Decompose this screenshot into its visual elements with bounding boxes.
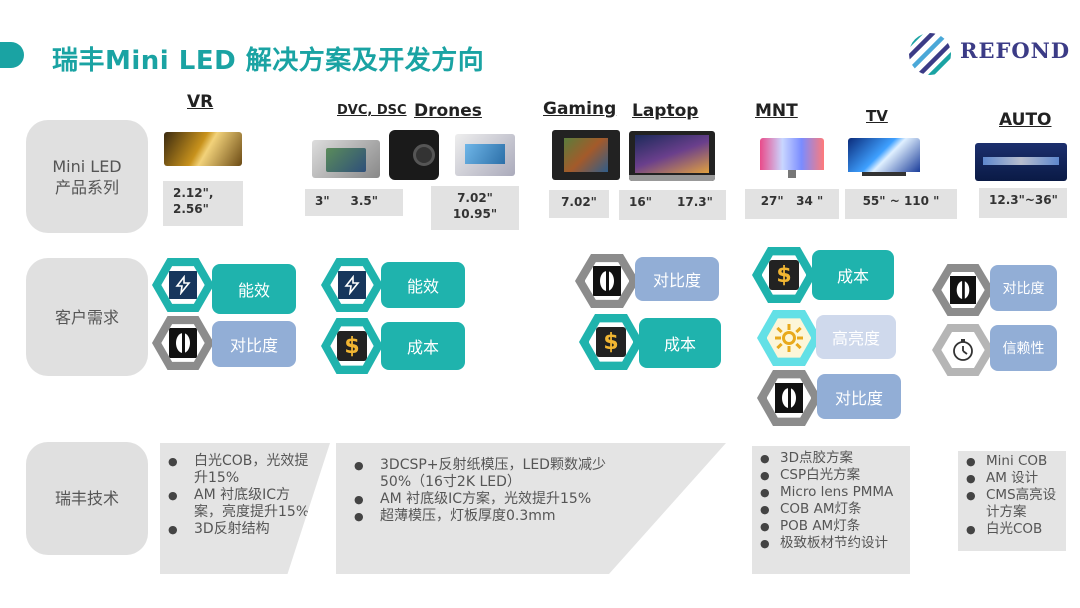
contrast-icon <box>949 275 976 304</box>
size-laptop: 16" 17.3" <box>619 190 726 220</box>
drone-controller-image <box>455 134 515 176</box>
category-drones: Drones <box>414 101 482 121</box>
contrast-icon <box>592 265 621 296</box>
contrast-icon <box>168 327 197 358</box>
tech-item: POB AM灯条 <box>752 518 910 535</box>
tech-item: AM 衬底级IC方案，亮度提升15% <box>160 487 310 521</box>
tech-box-vr: 白光COB，光效提升15% AM 衬底级IC方案，亮度提升15% 3D反射结构 <box>160 443 330 574</box>
sun-icon <box>774 324 803 352</box>
brightness-hex <box>757 310 821 366</box>
logo-text: REFOND <box>960 38 1071 63</box>
energy-icon <box>168 270 197 299</box>
tech-item: 白光COB，光效提升15% <box>160 453 310 487</box>
tech-item: 3DCSP+反射纸模压，LED颗数减少50%（16寸2K LED） <box>346 457 616 491</box>
tech-box-mid: 3DCSP+反射纸模压，LED颗数减少50%（16寸2K LED） AM 衬底级… <box>336 443 726 574</box>
tech-item: CSP白光方案 <box>752 467 910 484</box>
need-contrast-gaming: 对比度 <box>635 257 719 301</box>
logo-sphere-icon <box>909 33 951 75</box>
dollar-icon: $ <box>595 327 626 357</box>
size-tv: 55" ~ 110 " <box>845 189 957 219</box>
tech-item: CMS高亮设计方案 <box>958 487 1062 521</box>
cost-hex: $ <box>579 314 643 370</box>
laptop-image <box>629 131 715 181</box>
vr-headset-image <box>164 132 242 166</box>
tech-item: 3D点胶方案 <box>752 450 910 467</box>
tech-item: COB AM灯条 <box>752 501 910 518</box>
reliability-hex <box>932 324 994 376</box>
tech-item: Mini COB <box>958 453 1062 470</box>
cost-hex: $ <box>752 247 816 303</box>
tech-box-auto: Mini COB AM 设计 CMS高亮设计方案 白光COB <box>958 451 1066 551</box>
contrast-hex <box>757 370 821 426</box>
category-dvc-dsc: DVC, DSC <box>337 103 407 118</box>
need-energy-vr: 能效 <box>212 264 296 314</box>
title-accent-tab <box>0 42 24 68</box>
refond-logo: REFOND <box>906 30 1069 78</box>
size-vr: 2.12", 2.56" <box>163 181 243 226</box>
category-auto: AUTO <box>999 110 1052 130</box>
category-mnt: MNT <box>755 101 798 121</box>
row-label-tech: 瑞丰技术 <box>26 442 148 555</box>
energy-hex <box>321 258 383 312</box>
tech-item: 3D反射结构 <box>160 521 310 538</box>
row-label-needs: 客户需求 <box>26 258 148 376</box>
dollar-icon: $ <box>768 260 799 290</box>
tech-item: Micro lens PMMA <box>752 484 910 501</box>
contrast-hex <box>575 254 639 308</box>
need-contrast-vr: 对比度 <box>212 321 296 367</box>
gaming-handheld-image <box>552 130 620 180</box>
need-brightness-mnt: 高亮度 <box>816 315 896 359</box>
need-energy-dvc: 能效 <box>381 262 465 308</box>
category-laptop: Laptop <box>632 101 699 121</box>
need-reliability-auto: 信赖性 <box>990 325 1057 371</box>
tech-item: 白光COB <box>958 521 1062 538</box>
cost-hex: $ <box>321 318 383 374</box>
energy-hex <box>152 258 214 312</box>
stopwatch-icon <box>953 338 973 361</box>
size-auto: 12.3"~36" <box>979 188 1067 218</box>
monitor-image <box>760 138 824 178</box>
page-title: 瑞丰Mini LED 解决方案及开发方向 <box>52 46 485 76</box>
tech-item: AM 衬底级IC方案，光效提升15% <box>346 491 616 508</box>
row-label-products: Mini LED 产品系列 <box>26 120 148 233</box>
dvc-camera-screen-image <box>312 140 380 178</box>
need-contrast-auto: 对比度 <box>990 265 1057 311</box>
contrast-icon <box>774 383 803 413</box>
size-gaming: 7.02" <box>549 190 609 218</box>
need-cost-mnt: 成本 <box>812 250 894 300</box>
category-tv: TV <box>866 107 888 125</box>
tech-item: 超薄模压，灯板厚度0.3mm <box>346 508 616 525</box>
contrast-hex <box>152 316 214 370</box>
need-cost-dvc: 成本 <box>381 322 465 370</box>
tech-item: AM 设计 <box>958 470 1062 487</box>
category-gaming: Gaming <box>543 99 617 119</box>
size-dvc: 3" 3.5" <box>305 189 403 216</box>
category-vr: VR <box>187 92 214 112</box>
tv-image <box>848 138 920 178</box>
need-cost-gaming: 成本 <box>639 318 721 368</box>
contrast-hex <box>932 264 994 316</box>
dollar-icon: $ <box>336 331 367 361</box>
tech-box-mnt: 3D点胶方案 CSP白光方案 Micro lens PMMA COB AM灯条 … <box>752 446 910 574</box>
auto-dashboard-image <box>975 143 1067 181</box>
camcorder-image <box>389 130 439 180</box>
size-drones: 7.02" 10.95" <box>431 186 519 230</box>
size-mnt: 27" 34 " <box>745 189 839 219</box>
energy-icon <box>337 270 366 299</box>
need-contrast-mnt: 对比度 <box>817 374 901 419</box>
tech-item: 极致板材节约设计 <box>752 535 910 552</box>
